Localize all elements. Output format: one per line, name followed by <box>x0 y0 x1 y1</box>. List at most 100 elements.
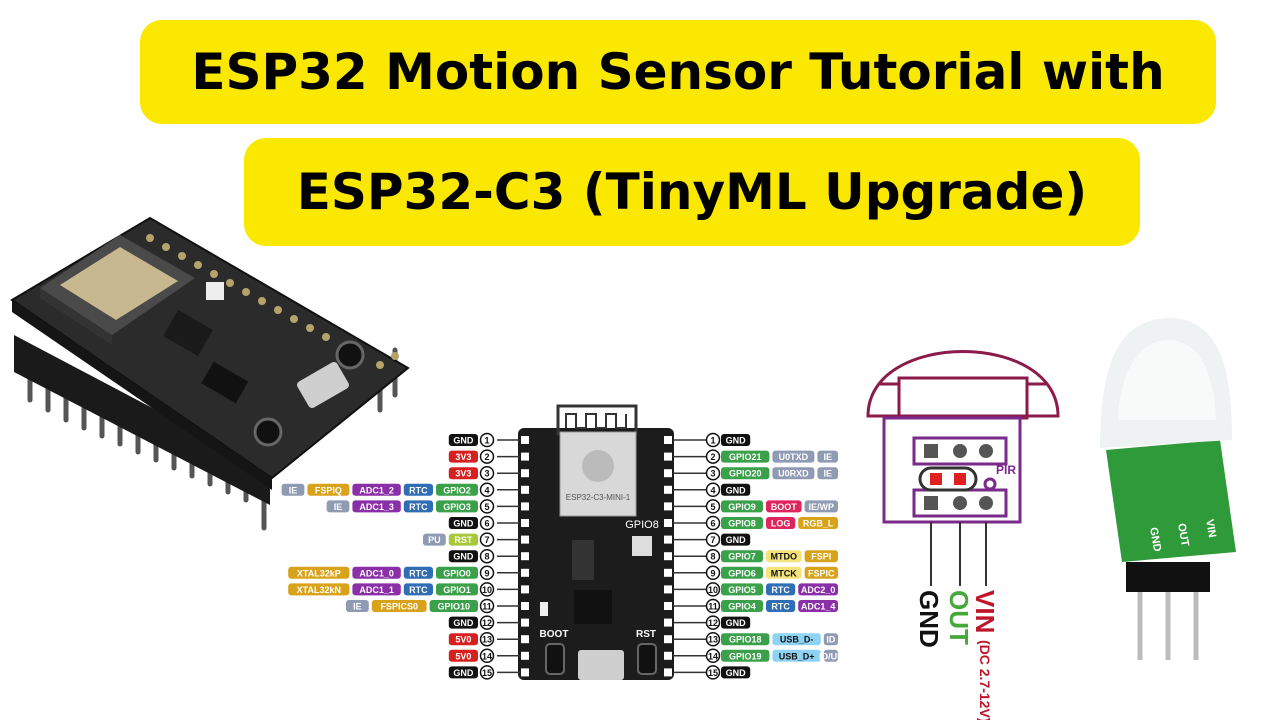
boot-label: BOOT <box>540 629 569 640</box>
pin-tag: IE/WP <box>809 502 835 512</box>
pin-tag: IE <box>823 452 832 462</box>
title-line1: ESP32 Motion Sensor Tutorial with <box>191 43 1165 101</box>
pin-number: 6 <box>484 519 489 529</box>
pin-tag: 3V3 <box>455 469 471 479</box>
pin-tag: RTC <box>409 502 428 512</box>
pin-tag: ADC2_0 <box>801 585 836 595</box>
pin-tag: IE <box>289 485 298 495</box>
pin-tag: U0TXD <box>779 452 809 462</box>
pin-number: 3 <box>484 469 489 479</box>
pir-board-outline: PIR <box>882 416 1022 524</box>
pir-out-label: OUT <box>944 590 974 645</box>
pin-tag: GPIO5 <box>728 585 756 595</box>
rst-label: RST <box>636 629 656 640</box>
pin-tag: MTDO <box>771 552 798 562</box>
pin-tag: U0RXD <box>778 469 809 479</box>
pin-tag: GND <box>453 436 474 446</box>
pin-tag: 5V0 <box>455 635 471 645</box>
pin-tag: GND <box>726 436 747 446</box>
pin-number: 12 <box>482 618 492 628</box>
pin-tag: GND <box>726 668 747 678</box>
pin-tag: GPIO1 <box>443 585 471 595</box>
pin-tag: RST <box>454 535 473 545</box>
left-pin-2: 2 3V3 <box>448 449 529 464</box>
pin-tag: 3V3 <box>455 452 471 462</box>
left-pin-15: 15 GND <box>448 665 529 680</box>
pin-tag: 5V0 <box>455 651 471 661</box>
pin-tag: USB_D- <box>780 635 814 645</box>
pin-number: 11 <box>482 602 492 612</box>
pin-number: 15 <box>482 668 492 678</box>
pin-tag: GPIO19 <box>729 651 762 661</box>
pin-tag: GPIO20 <box>729 469 762 479</box>
pir-leads <box>930 522 987 586</box>
pin-number: 2 <box>484 452 489 462</box>
right-pin-4: 4 GND <box>664 482 751 498</box>
pin-tag: IE <box>353 602 362 612</box>
pin-tag: GND <box>726 535 747 545</box>
pin-tag: GND <box>453 618 474 628</box>
pin-tag: FSPICS0 <box>380 602 418 612</box>
pin-tag: RTC <box>771 585 790 595</box>
pin-tag: GPIO3 <box>443 502 471 512</box>
pin-number: 8 <box>710 552 715 562</box>
left-pin-1: 1 GND <box>448 432 529 448</box>
pin-tag: GPIO7 <box>728 552 756 562</box>
pin-tag: GPIO9 <box>728 502 756 512</box>
pin-number: 11 <box>708 602 718 612</box>
pir-photo-pins <box>1137 580 1199 660</box>
pin-tag: RTC <box>409 485 428 495</box>
pir-gnd-label: GND <box>914 590 944 648</box>
usb-port <box>578 650 624 680</box>
pir-photo-vin: VIN <box>1203 518 1218 538</box>
left-pin-column: 1GND23V333V34GPIO2RTCADC1_2FSPIQIE5GPIO3… <box>281 432 529 680</box>
pin-tag: PU <box>428 535 441 545</box>
pin-number: 4 <box>484 485 489 495</box>
pir-vin-label: VIN <box>970 590 1000 633</box>
pin-number: 10 <box>482 585 492 595</box>
pin-number: 15 <box>708 668 718 678</box>
pir-photo-out: OUT <box>1175 522 1191 547</box>
pin-number: 1 <box>484 436 489 446</box>
pin-tag: BOOT <box>771 502 798 512</box>
left-pin-12: 12 GND <box>448 615 529 630</box>
pin-tag: RTC <box>409 585 428 595</box>
pin-tag: GPIO6 <box>728 568 756 578</box>
rgb-led <box>632 536 652 556</box>
pin-tag: ADC1_0 <box>359 568 394 578</box>
pin-number: 9 <box>710 568 715 578</box>
pin-tag: ADC1_1 <box>359 585 394 595</box>
pin-number: 7 <box>484 535 489 545</box>
pin-tag: RTC <box>771 602 790 612</box>
boot-button <box>545 643 565 675</box>
left-pin-3: 3 3V3 <box>448 465 529 481</box>
pin-number: 14 <box>482 651 492 661</box>
pin-tag: GND <box>726 485 747 495</box>
pin-tag: GND <box>453 668 474 678</box>
pin-tag: LOG <box>771 519 791 529</box>
pin-number: 4 <box>710 485 715 495</box>
left-pin-14: 14 5V0 <box>448 648 529 664</box>
